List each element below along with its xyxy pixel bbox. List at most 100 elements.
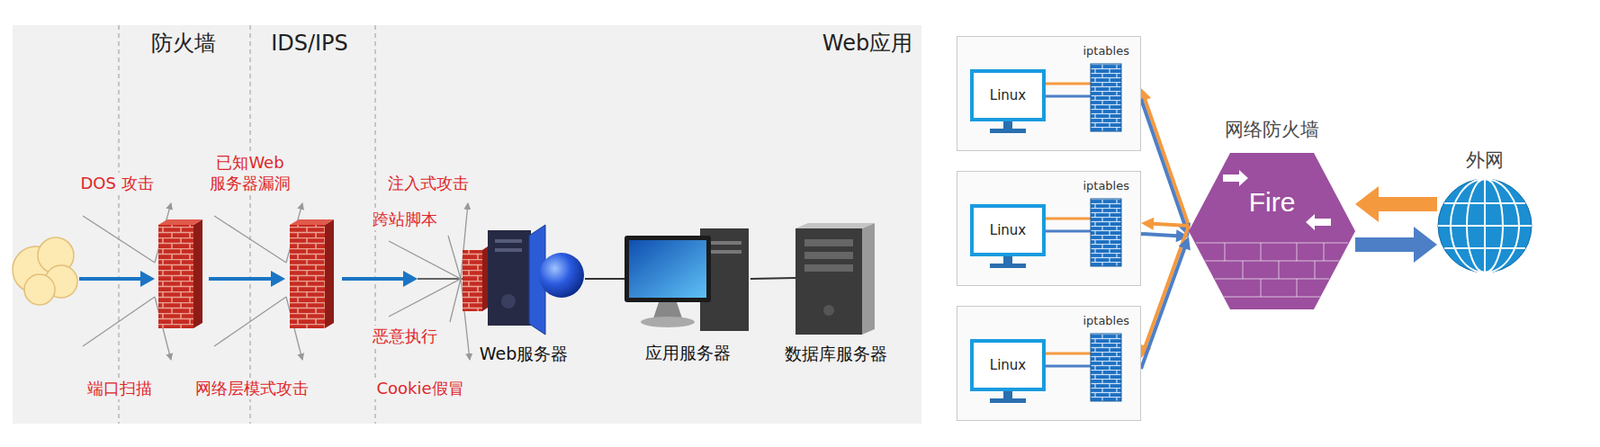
illustration-part	[804, 264, 854, 272]
illustration-part	[640, 316, 695, 328]
illustration-part	[462, 250, 483, 312]
illustration-part	[341, 277, 405, 281]
host-box: iptablesLinux	[956, 305, 1142, 422]
link-line	[1045, 217, 1091, 221]
illustration-part	[482, 246, 488, 312]
illustration-part	[487, 230, 531, 326]
hexagon-fill	[1188, 152, 1356, 310]
connector	[1139, 88, 1189, 226]
arrow-head	[1355, 186, 1379, 223]
link-line	[1045, 82, 1091, 86]
zone-heading: IDS/IPS	[270, 29, 349, 58]
arrow-head	[1178, 236, 1191, 252]
brick-line	[1277, 260, 1280, 279]
attack-label: 恶意执行	[369, 325, 441, 347]
illustration-part	[82, 296, 155, 347]
attack-label: 跨站脚本	[369, 208, 441, 230]
brick-line	[1241, 260, 1244, 279]
illustration-part	[79, 277, 143, 281]
link-line	[1045, 365, 1091, 369]
internet-heading: 外网	[1465, 147, 1504, 173]
zone-heading: 防火墙	[151, 29, 216, 58]
connector	[750, 278, 796, 279]
zone-heading: Web应用	[822, 29, 913, 58]
firewall-text: Fire	[1249, 187, 1296, 218]
internet-globe: 外网	[1437, 178, 1533, 274]
os-label: Linux	[989, 222, 1026, 239]
illustration-part	[448, 235, 461, 279]
arrow-head	[1413, 226, 1438, 263]
connector-line	[1152, 224, 1189, 226]
iptables-label: iptables	[1082, 179, 1130, 193]
host-box: iptablesLinux	[956, 170, 1142, 287]
connector-line	[1377, 197, 1438, 212]
illustration-part	[82, 215, 155, 263]
illustration-part	[501, 294, 516, 309]
illustration-part	[208, 277, 273, 281]
brick-line	[1195, 242, 1349, 244]
illustration-part	[795, 228, 863, 335]
illustration-part	[629, 240, 707, 298]
brick-line	[1313, 260, 1316, 279]
illustration-part	[653, 302, 683, 319]
attack-label: 已知Web 服务器漏洞	[200, 152, 300, 195]
illustration-part	[270, 270, 286, 288]
illustration-part	[324, 219, 334, 329]
monitor-stand	[1003, 121, 1013, 129]
illustration-part	[24, 274, 55, 306]
connector	[1141, 98, 1191, 237]
attack-label: 注入式攻击	[385, 172, 472, 194]
illustration-part	[289, 219, 334, 225]
illustration-part	[710, 250, 742, 254]
server-node: Web服务器	[462, 226, 585, 325]
iptables-label: iptables	[1082, 314, 1130, 328]
monitor-stand	[989, 398, 1026, 404]
monitor-screen: Linux	[970, 69, 1046, 122]
illustration-part	[214, 296, 287, 347]
server-node: 应用服务器	[624, 226, 751, 333]
illustration-part	[804, 251, 854, 260]
iptables-wall	[1090, 333, 1122, 402]
connector	[1355, 226, 1438, 263]
illustration-part	[494, 239, 522, 243]
illustration-part	[624, 235, 711, 303]
cloud	[12, 237, 78, 306]
brick-line	[1214, 278, 1330, 280]
link-line	[1045, 352, 1091, 356]
os-label: Linux	[989, 357, 1026, 374]
illustration-part	[140, 270, 155, 288]
attack-label: DOS 攻击	[77, 172, 156, 194]
db-server-icon	[795, 223, 875, 335]
attack-label: 网络层模式攻击	[192, 377, 312, 399]
connector	[1141, 236, 1191, 369]
panel-ground	[12, 25, 922, 424]
traffic-arrow	[79, 270, 418, 288]
brick-line	[1223, 296, 1321, 298]
monitor-stand	[1003, 391, 1013, 399]
app-server-icon	[624, 228, 749, 332]
illustration-part	[193, 219, 203, 329]
brick-line	[1295, 242, 1298, 261]
illustration-part	[214, 215, 287, 263]
firewall-heading: 网络防火墙	[1224, 116, 1320, 143]
illustration-part	[539, 252, 585, 298]
brick-line	[1322, 242, 1325, 261]
illustration-part	[158, 224, 194, 329]
connector-line	[1144, 98, 1189, 226]
brick-line	[1259, 242, 1262, 261]
illustration-part	[795, 223, 875, 229]
illustration-part	[494, 248, 522, 252]
brick-line	[1259, 278, 1262, 297]
monitor-stand	[1003, 256, 1013, 264]
globe-shape	[1437, 178, 1533, 274]
illustration-part	[804, 239, 854, 247]
brick-line	[1295, 278, 1298, 297]
connector-line	[584, 278, 625, 280]
link-line	[1045, 95, 1091, 99]
connector-line	[1141, 233, 1178, 236]
flow-arrow	[1305, 214, 1331, 231]
attack-label: 端口扫描	[84, 377, 155, 399]
globe-grid	[1438, 179, 1532, 273]
link-line	[1045, 230, 1091, 234]
